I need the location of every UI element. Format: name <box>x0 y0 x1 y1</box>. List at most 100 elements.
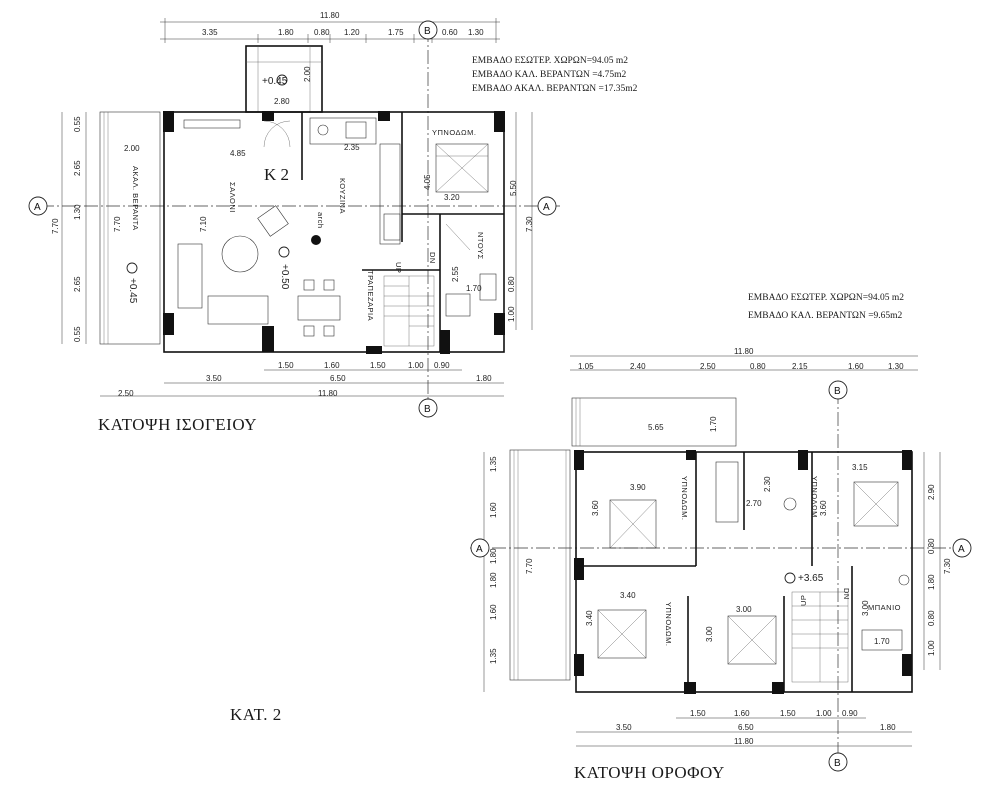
ground-right-dim: 2.55 <box>451 266 460 282</box>
upper-right-dim: 0.80 <box>927 538 936 554</box>
ground-right-dim: 0.80 <box>507 276 516 292</box>
ground-area-covered-veranda: ΕΜΒΑΔΟ ΚΑΛ. ΒΕΡΑΝΤΩΝ =4.75m2 <box>472 70 627 80</box>
ground-bottom-dim: 1.80 <box>476 374 492 383</box>
ground-axis-b-bottom-marker <box>418 398 438 418</box>
upper-right-dim: 1.80 <box>927 574 936 590</box>
ground-top-dim: 1.30 <box>468 28 484 37</box>
ground-axis-a-right-marker <box>537 196 557 216</box>
ground-plan-title: ΚΑΤΟΨΗ ΙΣΟΓΕΙΟΥ <box>98 415 257 434</box>
ground-left-dim: 0.55 <box>73 116 82 132</box>
ground-unit-label: Κ 2 <box>264 165 289 184</box>
ground-entry-level: +0.45 <box>262 76 288 87</box>
upper-bottom-dim: 0.90 <box>842 709 858 718</box>
upper-stair-up: UP <box>799 595 808 606</box>
upper-bath2-depth-dim: 3.00 <box>861 600 870 616</box>
upper-right-dim: 0.80 <box>927 610 936 626</box>
upper-plan-title: ΚΑΤΟΨΗ ΟΡΟΦΟΥ <box>574 763 725 782</box>
upper-axis-a-right-marker <box>952 538 972 558</box>
upper-bath-width-dim: 2.70 <box>746 499 762 508</box>
upper-axis-b-bottom: B <box>834 758 841 769</box>
upper-top-total-dim: 11.80 <box>734 347 754 356</box>
upper-veranda <box>509 449 571 681</box>
upper-bed2-depth-dim: 3.60 <box>819 500 828 516</box>
upper-area-covered-veranda: ΕΜΒΑΔΟ ΚΑΛ. ΒΕΡΑΝΤΩΝ =9.65m2 <box>748 311 903 321</box>
upper-bed3-width-dim: 3.40 <box>620 591 636 600</box>
ground-axis-a-right: A <box>543 202 550 213</box>
ground-floor-plan: 11.80 3.35 1.80 0.80 1.20 1.75 0.60 1.30… <box>28 11 638 434</box>
upper-left-dim: 1.35 <box>489 456 498 472</box>
upper-room-ypnodom-1: ΥΠΝΟΔΩΜ. <box>680 476 689 520</box>
ground-top-dim: 1.75 <box>388 28 404 37</box>
upper-axis-a-right: A <box>958 544 965 555</box>
ground-left-dim: 0.55 <box>73 326 82 342</box>
ground-entry-level-marker <box>276 74 288 86</box>
upper-right-total-dim: 7.30 <box>943 558 952 574</box>
upper-bottom-dim: 1.80 <box>880 723 896 732</box>
upper-top-dim: 0.80 <box>750 362 766 371</box>
ground-outer-wall <box>163 111 505 353</box>
ground-veranda-level-marker <box>126 262 138 274</box>
upper-bottom-dim: 1.50 <box>780 709 796 718</box>
upper-left-dim: 1.60 <box>489 502 498 518</box>
ground-bottom-dim: 0.90 <box>434 361 450 370</box>
ground-top-dim: 1.80 <box>278 28 294 37</box>
ground-axis-a-left: A <box>34 202 41 213</box>
ground-floor-level: +0.50 <box>279 264 290 290</box>
upper-room-ypnodom-3: ΥΠΝΟΔΩΜ. <box>664 602 673 646</box>
ground-top-dim: 0.60 <box>442 28 458 37</box>
upper-bed2-width-dim: 3.15 <box>852 463 868 472</box>
ground-right-total-dim: 7.30 <box>525 216 534 232</box>
ground-stair-dn: DN <box>428 252 437 264</box>
upper-stair-dn: DN <box>842 588 851 600</box>
upper-top-dim: 1.60 <box>848 362 864 371</box>
ground-saloni-depth-dim: 7.10 <box>199 216 208 232</box>
upper-top-dim: 1.05 <box>578 362 594 371</box>
sheet-label: ΚΑΤ. 2 <box>230 705 282 724</box>
ground-bottom-dim: 6.50 <box>330 374 346 383</box>
upper-bed4-width-dim: 3.00 <box>736 605 752 614</box>
ground-bed-width-dim: 3.20 <box>444 193 460 202</box>
upper-bath2-width-dim: 1.70 <box>874 637 890 646</box>
ground-right-dim: 5.50 <box>509 180 518 196</box>
upper-balcony-width-dim: 5.65 <box>648 423 664 432</box>
upper-level: +3.65 <box>798 573 824 584</box>
ground-bottom-dim: 1.60 <box>324 361 340 370</box>
ground-bottom-dim: 2.50 <box>118 389 134 398</box>
ground-stair-up: UP <box>394 262 403 273</box>
ground-room-ntous: ΝΤΟΥΣ <box>476 232 485 260</box>
ground-right-dim: 4.05 <box>423 174 432 190</box>
upper-top-dim: 1.30 <box>888 362 904 371</box>
upper-bed4-depth-dim: 3.00 <box>705 626 714 642</box>
upper-right-dim: 2.90 <box>927 484 936 500</box>
upper-floor-plan: ΕΜΒΑΔΟ ΕΣΩΤΕΡ. ΧΩΡΩΝ=94.05 m2 ΕΜΒΑΔΟ ΚΑΛ… <box>470 293 972 782</box>
ground-left-dim: 1.30 <box>73 204 82 220</box>
upper-bath-depth-dim: 2.30 <box>763 476 772 492</box>
ground-room-trapezaria: ΤΡΑΠΕΖΑΡΙΑ <box>366 270 375 321</box>
ground-axis-b-top: B <box>424 26 431 37</box>
upper-left-dim: 1.35 <box>489 648 498 664</box>
ground-label-arch: arch <box>316 212 325 229</box>
ground-bottom-dim: 1.50 <box>370 361 386 370</box>
ground-area-interior: ΕΜΒΑΔΟ ΕΣΩΤΕΡ. ΧΩΡΩΝ=94.05 m2 <box>472 56 628 66</box>
upper-top-dim: 2.50 <box>700 362 716 371</box>
ground-veranda-width-dim: 2.00 <box>124 144 140 153</box>
ground-top-dim: 0.80 <box>314 28 330 37</box>
upper-axis-b-bottom-marker <box>828 752 848 772</box>
upper-top-dim: 2.15 <box>792 362 808 371</box>
upper-left-dim: 1.80 <box>489 548 498 564</box>
upper-axis-a-left-marker <box>470 538 490 558</box>
upper-bottom-dim: 3.50 <box>616 723 632 732</box>
upper-bed3-depth-dim: 3.40 <box>585 610 594 626</box>
ground-bottom-total-dim: 11.80 <box>318 389 338 398</box>
ground-top-total-dim: 11.80 <box>320 11 340 20</box>
ground-room-saloni: ΣΑΛΟΝΙ <box>228 182 237 213</box>
upper-left-dim: 1.60 <box>489 604 498 620</box>
ground-bottom-dim: 1.50 <box>278 361 294 370</box>
upper-right-dim: 1.00 <box>927 640 936 656</box>
ground-left-dim: 2.65 <box>73 160 82 176</box>
upper-bed1-width-dim: 3.90 <box>630 483 646 492</box>
upper-room-ypnodom-2: ΥΠΝΟΔΩΜ. <box>810 476 819 520</box>
ground-left-total-dim: 7.70 <box>51 218 60 234</box>
ground-veranda <box>99 111 161 345</box>
